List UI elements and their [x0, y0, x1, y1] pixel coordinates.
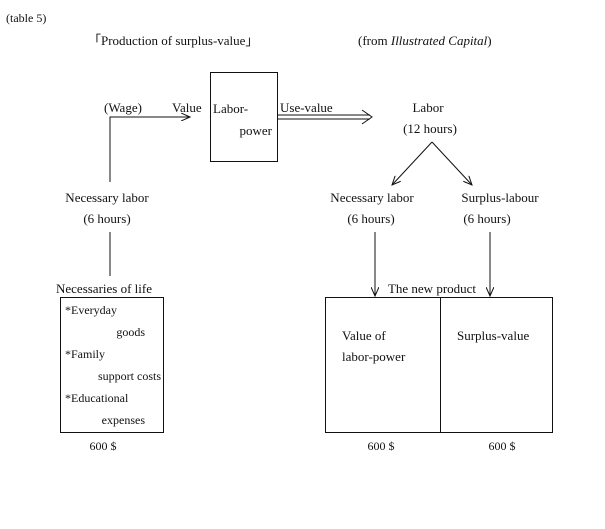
left-necessary-labor: Necessary labor: [65, 190, 149, 205]
surplus-labour-label: Surplus-labour: [461, 190, 539, 205]
necessaries-item: *Family: [65, 347, 106, 361]
necessaries-item: expenses: [101, 413, 145, 427]
necessaries-item: *Everyday: [65, 303, 117, 317]
source-credit: (from Illustrated Capital): [358, 34, 492, 47]
necessaries-title: Necessaries of life: [55, 281, 153, 296]
necessaries-item: support costs: [98, 369, 161, 383]
branch-arrow-left: [392, 141, 433, 185]
new-product-divider: [440, 298, 441, 432]
table-label: (table 5): [6, 11, 47, 25]
labor-hours: (12 hours): [403, 121, 457, 136]
use-value-arrowhead: [361, 109, 373, 125]
surplus-value-label: Surplus-value: [457, 328, 530, 343]
labor-power-line1: Labor-: [213, 101, 249, 116]
necessaries-item: goods: [116, 325, 145, 339]
wage-label: (Wage): [104, 100, 142, 115]
necessaries-item: *Educational: [65, 391, 129, 405]
branch-arrow-right: [431, 141, 472, 185]
labor-power-line2: power: [239, 123, 273, 138]
value-of-line1: Value of: [342, 328, 386, 343]
left-necessary-hours: (6 hours): [83, 211, 131, 226]
labor-label: Labor: [412, 100, 444, 115]
new-product-box: Value of labor-power Surplus-value: [325, 297, 553, 433]
value-of-line2: labor-power: [342, 349, 406, 364]
wage-arrow: [109, 117, 190, 182]
source-suffix: ): [487, 33, 492, 48]
right-necessary-labor: Necessary labor: [330, 190, 414, 205]
right-necessary-hours: (6 hours): [347, 211, 395, 226]
value-label: Value: [172, 100, 202, 115]
right-cost-left: 600 $: [367, 439, 395, 453]
source-prefix: (from: [358, 33, 391, 48]
new-product-label: The new product: [387, 281, 477, 296]
surplus-hours: (6 hours): [463, 211, 511, 226]
source-title: Illustrated Capital: [390, 33, 488, 48]
left-cost: 600 $: [89, 439, 117, 453]
use-value-label: Use-value: [280, 100, 333, 115]
right-cost-right: 600 $: [488, 439, 516, 453]
diagram-title: 「Production of surplus-value」: [88, 33, 259, 48]
necessaries-box: *Everyday goods *Family support costs *E…: [60, 297, 164, 433]
labor-power-box: Labor- power: [210, 72, 278, 162]
